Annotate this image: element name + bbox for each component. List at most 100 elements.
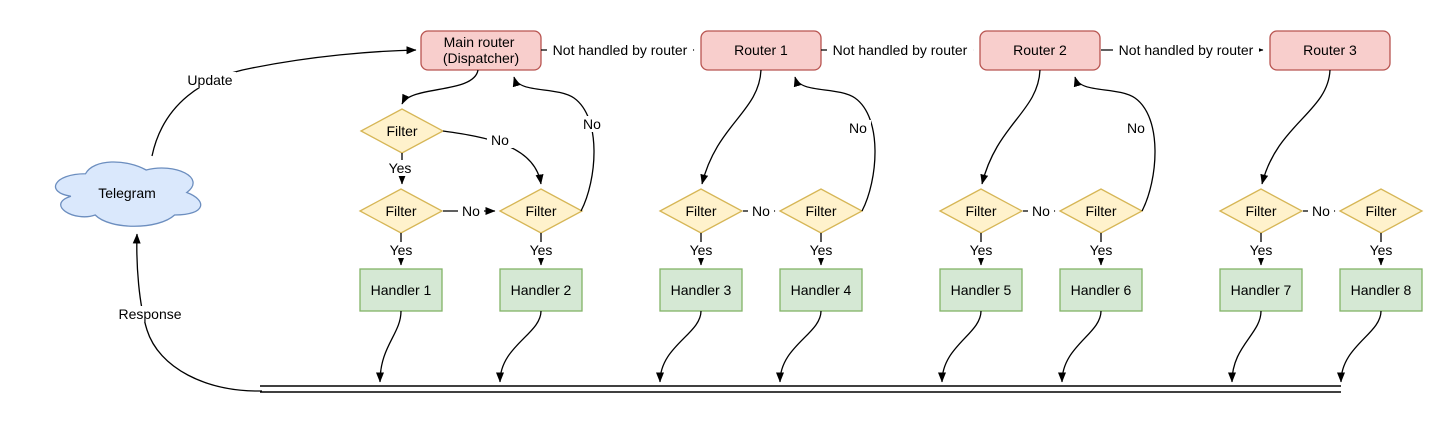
not-handled-1-label: Not handled by router (553, 42, 688, 58)
not-handled-3-label-bg (1113, 42, 1259, 58)
response-label-bg (117, 306, 183, 322)
handler-1-label: Handler 1 (371, 282, 432, 298)
filter-node-5 (938, 188, 1024, 234)
edge-response (132, 233, 263, 392)
router-2-label: Router 2 (1013, 42, 1067, 58)
no-return-r1-label-bg (845, 120, 871, 136)
yes-3-label: Yes (690, 242, 713, 258)
filter-8-label: Filter (1365, 203, 1396, 219)
no-mid-3-label: No (1032, 203, 1050, 219)
handler-3-node (659, 268, 743, 312)
filter-7-label: Filter (1245, 203, 1276, 219)
no-mid-3-label-bg (1028, 203, 1054, 219)
yes-2-label: Yes (530, 242, 553, 258)
handler-1-node (359, 268, 443, 312)
no-top-label: No (491, 132, 509, 148)
filter-1-label: Filter (385, 203, 416, 219)
filter-node-3 (658, 188, 744, 234)
yes-5-label: Yes (970, 242, 993, 258)
edge-filter-2-return-no (512, 76, 595, 212)
no-mid-2-label: No (752, 203, 770, 219)
edge-handler-2-to-bus (496, 310, 542, 383)
not-handled-1-label-bg (547, 42, 693, 58)
handler-3-label: Handler 3 (671, 282, 732, 298)
handler-7-label: Handler 7 (1231, 282, 1292, 298)
yes-4-label-bg (808, 242, 834, 258)
filter-6-label: Filter (1085, 203, 1116, 219)
no-return-r2-label: No (1127, 120, 1145, 136)
yes-4-label: Yes (810, 242, 833, 258)
filter-node-1 (358, 188, 444, 234)
edge-main-router-to-filter-top (401, 69, 479, 105)
router-1-label: Router 1 (734, 42, 788, 58)
handler-7-node (1219, 268, 1303, 312)
yes-top-label-bg (387, 160, 413, 176)
telegram-cloud-label: Telegram (98, 185, 156, 201)
handler-2-node (499, 268, 583, 312)
handler-5-label: Handler 5 (951, 282, 1012, 298)
edge-router-1-to-filter (700, 69, 762, 185)
yes-2-label-bg (528, 242, 554, 258)
not-handled-2-label: Not handled by router (833, 42, 968, 58)
edge-router-3-to-filter (1260, 69, 1331, 185)
edge-router-2-to-filter (980, 69, 1041, 185)
yes-7-label-bg (1248, 242, 1274, 258)
handler-2-label: Handler 2 (511, 282, 572, 298)
edge-handler-5-to-bus (938, 310, 982, 383)
main-router-label-line1: Main router (444, 34, 515, 50)
yes-7-label: Yes (1250, 242, 1273, 258)
no-mid-4-label-bg (1308, 203, 1334, 219)
no-mid-1-label: No (462, 203, 480, 219)
update-label-bg (184, 72, 236, 88)
yes-8-label: Yes (1370, 242, 1393, 258)
not-handled-2-label-bg (827, 42, 973, 58)
yes-5-label-bg (968, 242, 994, 258)
yes-1-label-bg (388, 242, 414, 258)
no-mid-1-label-bg (458, 203, 484, 219)
edge-handler-1-to-bus (376, 310, 402, 383)
edge-handler-4-to-bus (776, 310, 822, 383)
main-router-label: Main router (Dispatcher) (443, 34, 519, 66)
update-label: Update (187, 72, 232, 88)
router-3-label: Router 3 (1303, 42, 1357, 58)
edge-filter-4-return-no (793, 76, 876, 212)
edge-handler-8-to-bus (1337, 310, 1382, 383)
handler-4-node (779, 268, 863, 312)
handler-4-label: Handler 4 (791, 282, 852, 298)
telegram-cloud (55, 161, 202, 227)
filter-node-8 (1338, 188, 1424, 234)
no-top-label-bg (487, 132, 513, 148)
handler-6-label: Handler 6 (1071, 282, 1132, 298)
no-return-main-label: No (583, 116, 601, 132)
handler-8-node (1339, 268, 1423, 312)
filter-node-2 (498, 188, 584, 234)
no-return-main-label-bg (579, 116, 605, 132)
yes-6-label-bg (1088, 242, 1114, 258)
filter-4-label: Filter (805, 203, 836, 219)
filter-2-label: Filter (525, 203, 556, 219)
yes-3-label-bg (688, 242, 714, 258)
response-label: Response (118, 306, 181, 322)
not-handled-3-label: Not handled by router (1119, 42, 1254, 58)
no-mid-4-label: No (1312, 203, 1330, 219)
yes-1-label: Yes (390, 242, 413, 258)
filter-node-7 (1218, 188, 1304, 234)
no-return-r2-label-bg (1123, 120, 1149, 136)
filter-3-label: Filter (685, 203, 716, 219)
yes-8-label-bg (1368, 242, 1394, 258)
edge-filter-6-return-no (1073, 76, 1156, 212)
edge-handler-3-to-bus (656, 310, 702, 383)
handler-8-label: Handler 8 (1351, 282, 1412, 298)
no-return-r1-label: No (849, 120, 867, 136)
yes-6-label: Yes (1090, 242, 1113, 258)
main-router-label-line2: (Dispatcher) (443, 50, 519, 66)
yes-top-label: Yes (389, 160, 412, 176)
handler-6-node (1059, 268, 1143, 312)
filter-5-label: Filter (965, 203, 996, 219)
edge-handler-7-to-bus (1228, 310, 1262, 383)
no-mid-2-label-bg (748, 203, 774, 219)
filter-top-label: Filter (386, 123, 417, 139)
edge-handler-6-to-bus (1058, 310, 1102, 383)
